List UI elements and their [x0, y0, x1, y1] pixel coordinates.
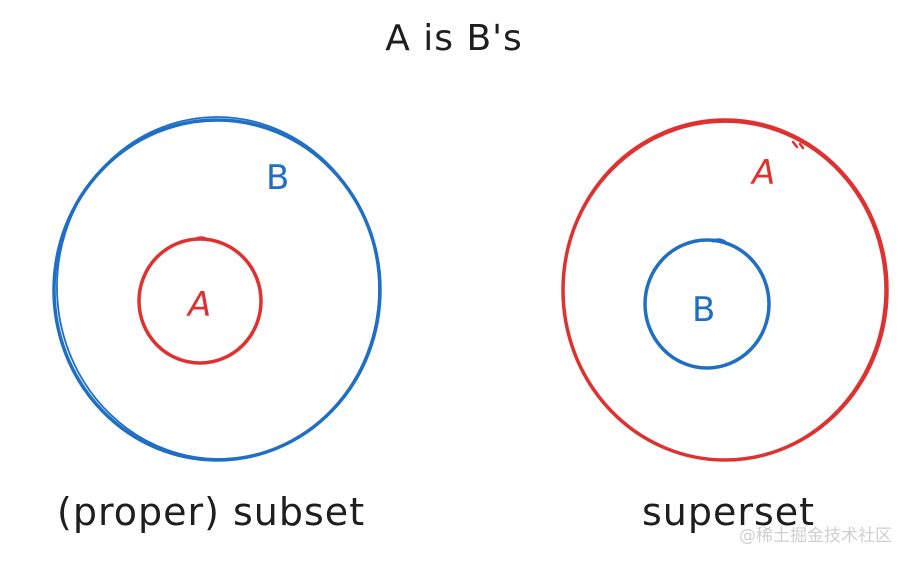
watermark-text: @稀土掘金技术社区 [739, 526, 892, 546]
superset-caption: superset [642, 490, 816, 534]
subset-inner-label: A [188, 285, 212, 325]
subset-inner-circle [137, 236, 263, 365]
subset-outer-circle [52, 116, 382, 462]
superset-inner-circle [643, 238, 771, 370]
superset-outer-circle [561, 118, 889, 462]
superset-outer-label: A [752, 153, 776, 193]
diagram-title: A is B's [385, 18, 523, 59]
subset-caption: (proper) subset [57, 490, 366, 534]
superset-inner-label: B [692, 290, 716, 330]
subset-outer-label: B [266, 158, 290, 198]
